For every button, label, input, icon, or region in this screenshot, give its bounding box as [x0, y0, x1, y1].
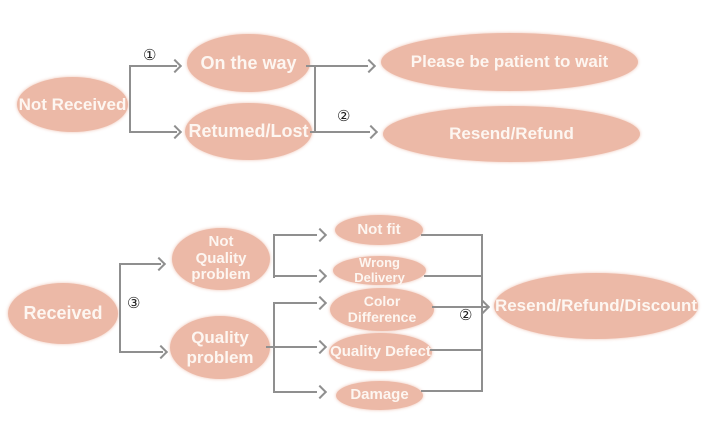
node-resend-refund-label: Resend/Refund [449, 124, 574, 144]
node-please-be-patient-label: Please be patient to wait [410, 52, 609, 72]
node-wrong-delivery: Wrong Delivery [333, 254, 426, 285]
connector-line [129, 65, 131, 133]
node-resend-refund: Resend/Refund [383, 106, 640, 162]
arrowhead-icon [167, 58, 183, 74]
arrowhead-icon [475, 299, 491, 315]
connector-line [119, 263, 121, 353]
connector-line [273, 234, 275, 278]
connector-line [432, 306, 488, 308]
node-damage-label: Damage [350, 386, 409, 404]
connector-line [266, 346, 317, 348]
connector-line [421, 234, 483, 236]
connector-line [273, 302, 317, 304]
step-2-top-annotation: ② [337, 108, 351, 125]
arrowhead-icon [151, 256, 167, 272]
connector-line [119, 263, 161, 265]
connector-line [129, 65, 177, 67]
node-on-the-way-label: On the way [200, 52, 297, 73]
node-quality-defect-label: Quality Defect [330, 342, 431, 360]
node-not-fit: Not fit [335, 215, 423, 245]
node-not-received: Not Received [17, 77, 128, 132]
arrowhead-icon [312, 268, 328, 284]
arrowhead-icon [312, 295, 328, 311]
node-quality-problem-label: Quality problem [186, 328, 254, 367]
step-1-annotation: ① [143, 47, 157, 64]
connector-line [273, 391, 317, 393]
connector-line [306, 65, 316, 67]
node-please-be-patient: Please be patient to wait [381, 33, 638, 91]
connector-line [424, 275, 483, 277]
step-3-annotation: ③ [127, 295, 141, 312]
node-not-quality-problem: Not Quality problem [172, 228, 270, 290]
connector-line [314, 131, 370, 133]
node-quality-problem: Quality problem [170, 316, 270, 379]
node-not-fit-label: Not fit [357, 220, 401, 238]
arrowhead-icon [312, 227, 328, 243]
node-retumed-lost-label: Retumed/Lost [188, 121, 309, 142]
node-damage: Damage [336, 381, 423, 410]
arrowhead-icon [167, 124, 183, 140]
connector-line [314, 65, 316, 133]
arrowhead-icon [312, 339, 328, 355]
connector-line [119, 351, 163, 353]
node-wrong-delivery-label: Wrong Delivery [354, 254, 405, 285]
connector-line [273, 275, 317, 277]
arrowhead-icon [361, 58, 377, 74]
connector-line [129, 131, 177, 133]
connector-line [310, 131, 316, 133]
connector-line [273, 234, 317, 236]
arrowhead-icon [363, 124, 379, 140]
node-resend-refund-discount: Resend/Refund/Discount [494, 273, 698, 339]
node-received: Received [8, 283, 118, 344]
node-not-quality-problem-label: Not Quality problem [191, 232, 251, 284]
node-color-difference-label: Color Difference [347, 292, 417, 325]
connector-line [481, 234, 483, 392]
connector-line [430, 349, 483, 351]
arrowhead-icon [153, 344, 169, 360]
node-resend-refund-discount-label: Resend/Refund/Discount [494, 296, 698, 316]
connector-line [314, 65, 368, 67]
node-on-the-way: On the way [187, 34, 310, 92]
step-2-bottom-annotation: ② [459, 307, 473, 324]
node-color-difference: Color Difference [330, 288, 434, 331]
node-retumed-lost: Retumed/Lost [185, 103, 312, 160]
connector-line [421, 390, 483, 392]
arrowhead-icon [312, 384, 328, 400]
node-not-received-label: Not Received [18, 94, 127, 114]
node-received-label: Received [23, 303, 103, 324]
node-quality-defect: Quality Defect [329, 333, 432, 371]
